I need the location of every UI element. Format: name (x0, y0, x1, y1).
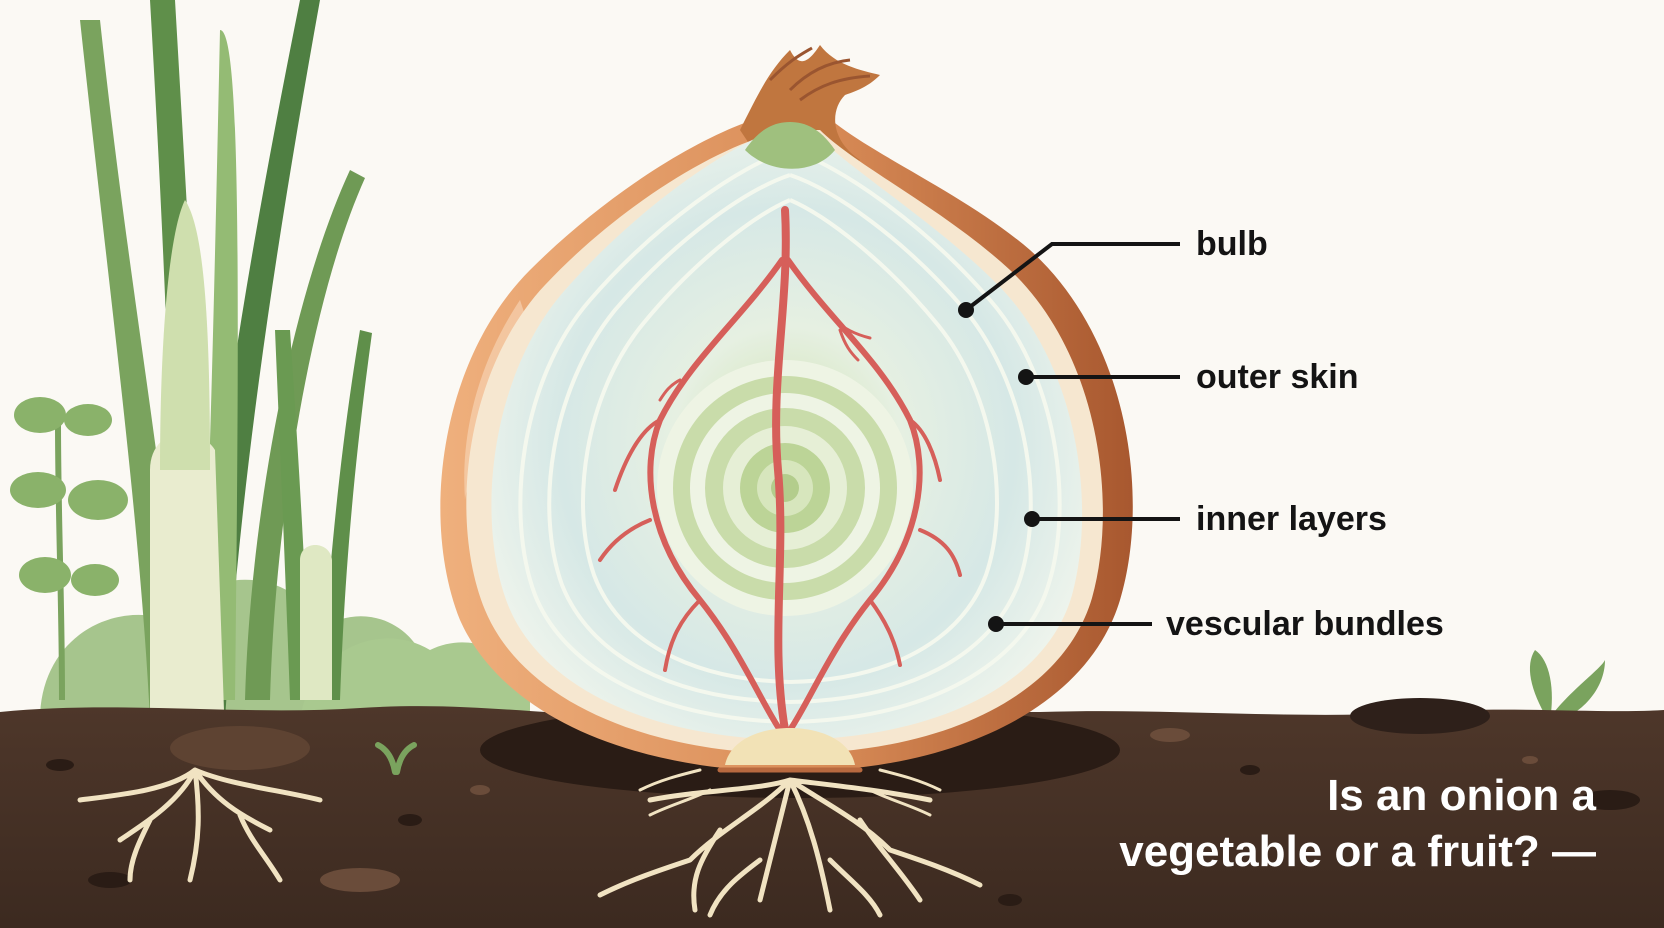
label-outer-skin: outer skin (1196, 358, 1359, 396)
onion-vascular-bundles (598, 206, 962, 734)
dot-bulb (958, 302, 974, 318)
sprig-leaf (19, 557, 71, 593)
label-inner-layers: inner layers (1196, 500, 1387, 538)
leek-leaf (245, 170, 365, 700)
soil-mound (1350, 698, 1490, 734)
soil-pebble (398, 814, 422, 826)
soil-sprout (375, 742, 417, 775)
leek-stalk (160, 200, 210, 470)
sprig-leaf (14, 397, 66, 433)
sprig-leaf (68, 480, 128, 520)
dot-outer-skin (1018, 369, 1034, 385)
sprout-leaf (1548, 660, 1605, 722)
dot-vascular (988, 616, 1004, 632)
onion-inner-layers (518, 148, 1062, 724)
leader-dots (958, 302, 1040, 632)
soil-pebble (1580, 790, 1640, 810)
soil-pebble (1522, 756, 1538, 764)
label-vascular-bundles: vescular bundles (1166, 605, 1444, 643)
leader-bulb (964, 242, 1180, 312)
soil-pebble (998, 894, 1022, 906)
leek-stalk (150, 432, 225, 740)
onion-basal-plate (725, 728, 855, 765)
sprig-leaf (10, 472, 66, 508)
question-line-1: Is an onion a (1327, 771, 1596, 820)
soil-pebble (1240, 765, 1260, 775)
soil-pebble (470, 785, 490, 795)
onion (440, 45, 1133, 773)
onion-neck-fibers (768, 46, 871, 102)
sprig-leaf (64, 404, 112, 436)
onion-core (657, 360, 913, 616)
leader-lines (964, 242, 1180, 626)
sprout-leaf (1529, 650, 1552, 720)
soil-pebble (46, 759, 74, 771)
bush (300, 638, 530, 720)
soil-pebble (320, 868, 400, 892)
question-line-2: vegetable or a fruit? — (1119, 827, 1596, 876)
soil-mound (170, 726, 310, 770)
soil-ground (0, 706, 1664, 928)
onion-root (597, 777, 983, 918)
leek-leaf (320, 330, 372, 700)
sprig-leaf (71, 564, 119, 596)
background-plants (10, 0, 1605, 740)
label-bulb: bulb (1196, 225, 1268, 263)
leek-stalk (300, 545, 332, 700)
roots (77, 767, 983, 918)
question-text: Is an onion a vegetable or a fruit? — (1119, 768, 1596, 880)
leek-root (77, 767, 323, 883)
dot-inner-layers (1024, 511, 1040, 527)
onion-top-cap (745, 122, 835, 169)
soil-pebble (1150, 728, 1190, 742)
soil-pebble (88, 872, 132, 888)
sprig-stem (55, 419, 65, 701)
onion-rootlets (638, 768, 942, 817)
